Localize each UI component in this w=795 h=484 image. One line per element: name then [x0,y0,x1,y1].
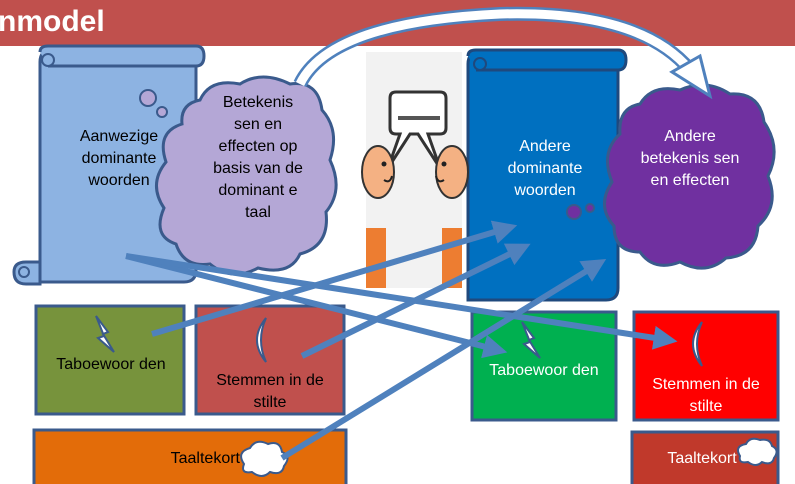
taaltekort-left-box [32,428,348,484]
stemmen-left-box [194,304,346,416]
taboe-left-box [34,304,186,416]
taaltekort-left-label: Taaltekort [170,450,240,467]
connector-arrows [125,220,678,461]
left-thought-cloud [139,75,338,276]
stemmen-right-label: Stemmen in de stilte [652,376,760,415]
lightning-icon [521,321,541,359]
taboe-left-label: Taboewoor den [56,356,166,373]
left-cloud-label: Betekenis sen en effecten op basis van d… [213,94,303,221]
right-thought-cloud [566,83,776,270]
taboe-right-label: Taboewoor den [489,362,599,379]
left-scroll-label: Aanwezige dominante woorden [79,128,159,189]
crescent-moon-icon [692,321,703,367]
taaltekort-right-label: Taaltekort [667,450,737,467]
title-bar: nmodel [0,0,795,46]
left-scroll-shape [12,44,206,286]
slide-title: nmodel [0,5,105,38]
curved-arrow-icon [293,6,713,100]
right-cloud-label: Andere betekenis sen en effecten [640,128,740,189]
right-scroll-label: Andere dominante woorden [507,138,583,199]
lightning-icon [95,315,115,353]
cloud-icon [737,437,778,466]
stemmen-left-label: Stemmen in de stilte [216,372,324,411]
crescent-moon-icon [256,317,267,363]
